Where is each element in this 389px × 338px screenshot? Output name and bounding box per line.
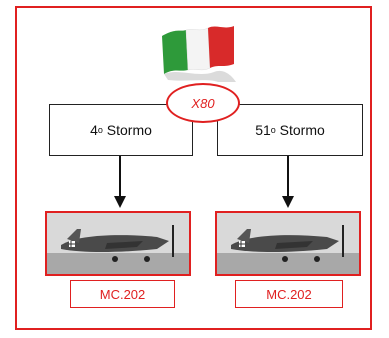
aircraft-label-right: MC.202	[235, 280, 343, 308]
unit-ordinal-suffix: o	[97, 125, 103, 135]
badge-x80: X80	[166, 83, 240, 123]
aircraft-photo-right	[215, 211, 361, 276]
unit-ordinal-suffix: o	[270, 125, 276, 135]
unit-name: Stormo	[279, 122, 325, 138]
aircraft-icon	[217, 213, 359, 274]
unit-ordinal: 51	[255, 122, 271, 138]
aircraft-photo-left	[45, 211, 191, 276]
italian-flag-icon	[162, 26, 236, 82]
unit-name: Stormo	[106, 122, 152, 138]
aircraft-label-left: MC.202	[70, 280, 175, 308]
aircraft-icon	[47, 213, 189, 274]
unit-ordinal: 4	[90, 122, 98, 138]
